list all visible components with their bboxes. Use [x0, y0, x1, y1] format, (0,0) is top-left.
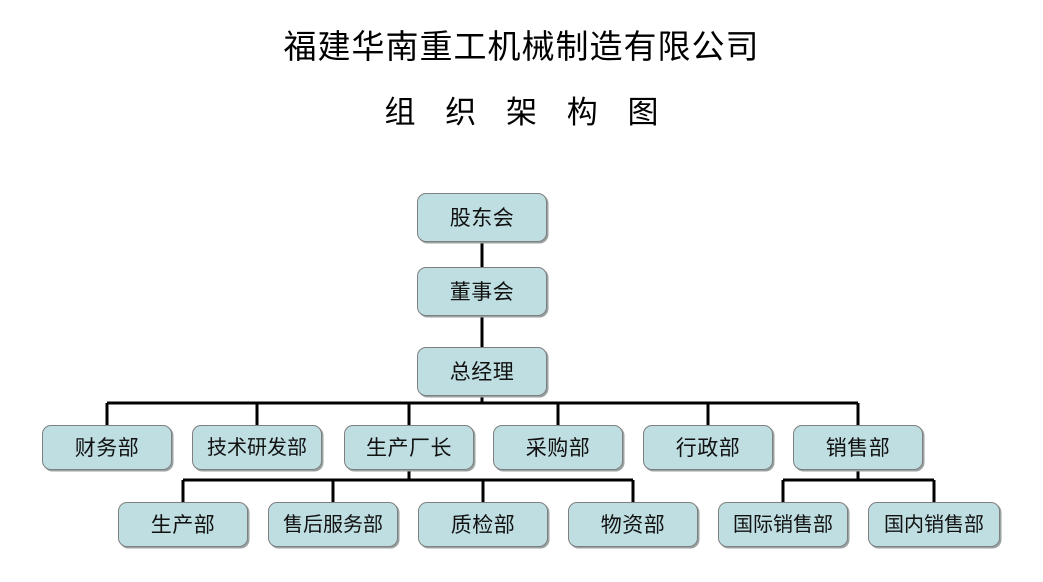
org-node[interactable]: 销售部 — [793, 425, 923, 470]
org-node-label: 国内销售部 — [884, 513, 984, 536]
org-node[interactable]: 物资部 — [568, 502, 698, 547]
org-node[interactable]: 生产厂长 — [344, 425, 474, 470]
org-node-label: 董事会 — [449, 279, 515, 304]
org-node[interactable]: 质检部 — [418, 502, 548, 547]
org-node-label: 总经理 — [449, 359, 515, 384]
org-node-label: 国际销售部 — [733, 513, 833, 536]
org-node-label: 采购部 — [525, 435, 591, 460]
org-node[interactable]: 总经理 — [417, 347, 547, 396]
org-node-label: 生产厂长 — [366, 435, 452, 460]
page-title: 福建华南重工机械制造有限公司 — [283, 30, 760, 66]
org-node-label: 行政部 — [675, 435, 741, 460]
org-node-label: 股东会 — [449, 205, 515, 230]
page-subtitle: 组 织 架 构 图 — [384, 95, 670, 130]
org-node-label: 生产部 — [150, 512, 216, 537]
org-node[interactable]: 生产部 — [118, 502, 248, 547]
org-node-label: 售后服务部 — [283, 513, 383, 536]
org-node[interactable]: 股东会 — [417, 193, 547, 242]
org-node-label: 物资部 — [600, 512, 666, 537]
org-node[interactable]: 国际销售部 — [718, 502, 848, 547]
org-node[interactable]: 技术研发部 — [192, 425, 322, 470]
org-node[interactable]: 财务部 — [42, 425, 172, 470]
org-node[interactable]: 国内销售部 — [868, 502, 1000, 547]
org-node-label: 财务部 — [74, 435, 140, 460]
org-node[interactable]: 售后服务部 — [268, 502, 398, 547]
org-node-label: 销售部 — [825, 435, 891, 460]
org-node[interactable]: 董事会 — [417, 267, 547, 316]
org-node[interactable]: 行政部 — [643, 425, 773, 470]
org-node[interactable]: 采购部 — [493, 425, 623, 470]
org-node-label: 质检部 — [450, 512, 516, 537]
org-node-label: 技术研发部 — [207, 436, 307, 459]
